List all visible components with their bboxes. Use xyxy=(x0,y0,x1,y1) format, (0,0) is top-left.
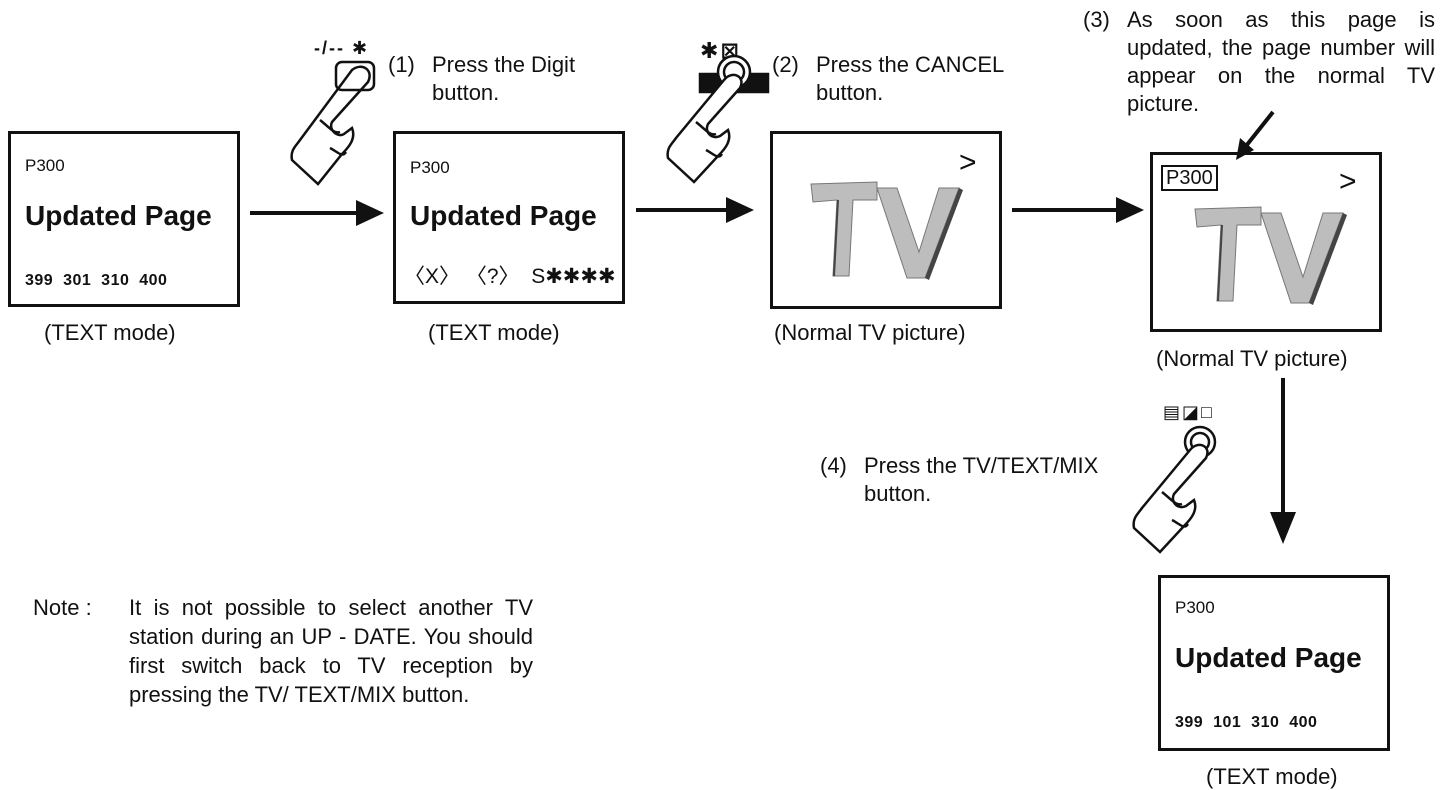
chevron-right-icon: > xyxy=(1339,165,1357,198)
step-1-label: (1) xyxy=(388,52,415,77)
screen-normal-tv-page: P300 > TV xyxy=(1150,152,1382,332)
step-2-text: Press the CANCEL button. xyxy=(816,52,1004,105)
note-label: Note : xyxy=(33,595,92,620)
tv-text: TV xyxy=(1187,199,1189,200)
step-4-label: (4) xyxy=(820,453,847,478)
tv-logo-icon: TV xyxy=(803,174,963,280)
step-3-text: As soon as this page is updated, the pag… xyxy=(1127,7,1435,116)
caption-text-mode-1: (TEXT mode) xyxy=(44,320,176,345)
step-1-instruction: (1) Press the Digit button. xyxy=(388,51,628,107)
arrow-right-icon xyxy=(250,200,384,226)
tv-text-mix-button-symbol: ▤◪□ xyxy=(1163,402,1214,422)
step-2-label: (2) xyxy=(772,52,799,77)
step-3-label: (3) xyxy=(1083,7,1110,32)
arrow-right-icon xyxy=(1012,197,1144,223)
pointer-arrow-icon xyxy=(1236,110,1275,160)
page-numbers-row: 399 101 310 400 xyxy=(1175,714,1318,731)
note-text: It is not possible to select another TV … xyxy=(129,595,533,707)
note-block: Note : It is not possible to select anot… xyxy=(33,593,533,709)
hand-press-icon xyxy=(290,60,376,186)
screen-text-mode-1: P300 Updated Page 399 301 310 400 xyxy=(8,131,240,307)
screen-text-mode-3: P300 Updated Page 399 101 310 400 xyxy=(1158,575,1390,751)
page-numbers-row: 399 301 310 400 xyxy=(25,272,168,289)
updated-page-title: Updated Page xyxy=(25,200,212,231)
tv-logo-icon: TV xyxy=(1187,199,1347,305)
step-4-text: Press the TV/TEXT/MIX button. xyxy=(864,453,1099,506)
page-number: P300 xyxy=(410,158,450,177)
page-number: P300 xyxy=(1175,598,1215,617)
arrow-down-icon xyxy=(1270,378,1296,544)
digit-button-symbol: -/-- ✱ xyxy=(314,38,370,58)
hand-press-icon xyxy=(666,54,770,184)
step-2-instruction: (2) Press the CANCEL button. xyxy=(772,51,1062,107)
screen-normal-tv: > TV xyxy=(770,131,1002,309)
caption-text-mode-2: (TEXT mode) xyxy=(428,320,560,345)
page-number-box: P300 xyxy=(1161,165,1218,191)
step-3-instruction: (3) As soon as this page is updated, the… xyxy=(1083,6,1435,118)
control-row: 〈X〉 〈?〉 S✱✱✱✱ xyxy=(404,265,616,288)
updated-page-title: Updated Page xyxy=(410,200,597,231)
hand-press-icon xyxy=(1132,425,1217,554)
updated-page-title: Updated Page xyxy=(1175,642,1362,673)
step-4-instruction: (4) Press the TV/TEXT/MIX button. xyxy=(820,452,1160,508)
chevron-right-icon: > xyxy=(959,146,977,179)
caption-text-mode-3: (TEXT mode) xyxy=(1206,764,1338,789)
arrow-right-icon xyxy=(636,197,754,223)
page-number: P300 xyxy=(25,156,65,175)
screen-text-mode-2: P300 Updated Page 〈X〉 〈?〉 S✱✱✱✱ xyxy=(393,131,625,304)
caption-normal-tv-1: (Normal TV picture) xyxy=(774,320,966,345)
tv-text: TV xyxy=(803,174,805,175)
step-1-text: Press the Digit button. xyxy=(432,52,576,105)
caption-normal-tv-2: (Normal TV picture) xyxy=(1156,346,1348,371)
